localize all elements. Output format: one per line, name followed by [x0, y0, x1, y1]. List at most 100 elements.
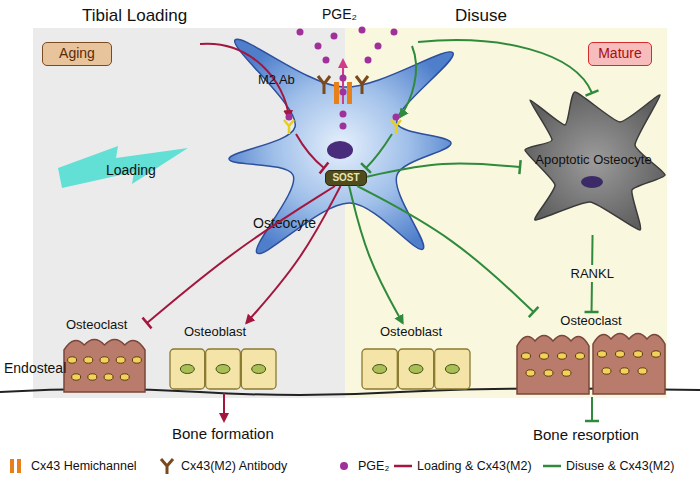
- ep-receptor: [284, 120, 294, 134]
- m2-antibody: [161, 459, 173, 474]
- osteoblast-cell: [170, 349, 205, 389]
- pge2-dot: [323, 57, 330, 64]
- pge2-dot: [340, 123, 347, 130]
- antibody-label: M2 Ab: [258, 72, 295, 87]
- legend-sample: [541, 457, 563, 475]
- osteoblast-cell: [398, 349, 433, 389]
- connector: [357, 186, 533, 312]
- connector: [246, 186, 340, 323]
- osteoblast-cell: [241, 349, 276, 389]
- pge2-dot: [315, 43, 322, 50]
- inhibit-line: [418, 40, 592, 93]
- legend-sample: [392, 457, 414, 475]
- resorption-inhibit: [591, 397, 593, 421]
- panel-title: Disuse: [455, 6, 507, 26]
- connector: [147, 186, 335, 323]
- m2-antibody: [356, 76, 368, 94]
- pge2-dot: [365, 57, 372, 64]
- osteoclast-body: [517, 336, 589, 395]
- osteocyte-outline: [229, 39, 453, 253]
- hemichannel: [347, 82, 352, 104]
- osteoclast-nucleus: [540, 353, 549, 359]
- legend-line: [394, 465, 412, 468]
- nucleus: [581, 176, 603, 188]
- osteoclast-nucleus: [620, 368, 629, 374]
- osteocyte-cell: OsteocyteSOST: [225, 35, 460, 260]
- pge2-dot: [331, 33, 338, 40]
- legend-item: Cx43 Hemichannel: [6, 457, 137, 475]
- pge2-dot: [340, 111, 347, 118]
- nucleus: [327, 141, 353, 159]
- osteoclast-nucleus: [132, 357, 141, 363]
- legend-item: Disuse & Cx43(M2): [541, 457, 674, 475]
- node-label: Osteoblast: [184, 324, 246, 339]
- hemichannel: [10, 459, 14, 473]
- osteoblast-nucleus: [180, 365, 194, 374]
- osteoclast-nucleus: [602, 368, 611, 374]
- osteoclast-nucleus: [544, 370, 553, 376]
- osteoblast-nucleus: [252, 365, 266, 374]
- m2-antibody: [318, 76, 330, 94]
- node-label: Mature: [589, 43, 651, 64]
- apoptotic-osteocyte: Apoptotic Osteocyte: [520, 90, 667, 235]
- panel-title: Tibial Loading: [82, 6, 187, 26]
- osteoblast-cells: Osteoblast: [360, 323, 472, 391]
- pge2-dot: [340, 89, 347, 96]
- molecule-label: PGE₂: [322, 6, 357, 22]
- osteoclast-nucleus: [634, 351, 643, 357]
- osteoclast-nucleus: [616, 351, 625, 357]
- osteoclast-body: [593, 334, 665, 395]
- osteoclast-nucleus: [598, 351, 607, 357]
- osteoclast-nucleus: [84, 357, 93, 363]
- legend-sample: [156, 457, 178, 475]
- osteoclast-nucleus: [88, 374, 97, 380]
- pge2-dot: [286, 114, 293, 121]
- legend-sample: [333, 457, 355, 475]
- osteoclast-nucleus: [120, 374, 129, 380]
- legend-text: Loading & Cx43(M2): [417, 459, 532, 473]
- group-tag: Mature: [588, 42, 652, 66]
- pge2-dot: [393, 114, 400, 121]
- pge2-dots: [286, 27, 400, 130]
- osteoclast-nucleus: [558, 353, 567, 359]
- node-label: Osteoclast: [515, 313, 667, 328]
- legend-text: Disuse & Cx43(M2): [566, 459, 674, 473]
- osteoblast-cell: [206, 349, 241, 389]
- surface-label: Endosteal: [4, 360, 66, 376]
- osteoblast-cell: [362, 349, 397, 389]
- inhibit-line: [296, 134, 324, 168]
- connector: [592, 235, 593, 312]
- legend-text: PGE₂: [358, 459, 389, 473]
- osteoclast-nucleus: [522, 353, 531, 359]
- loading-bolt: [58, 146, 188, 188]
- legend-line: [543, 465, 561, 468]
- legend-text: Cx43(M2) Antibody: [181, 459, 287, 473]
- osteoclast-nucleus: [562, 370, 571, 376]
- osteoclast-cells: Osteoclast: [515, 312, 667, 394]
- osteoclast-body: [64, 340, 145, 393]
- sost-box: SOST: [325, 170, 367, 186]
- outcome-label: Bone resorption: [533, 426, 639, 443]
- osteoblast-nucleus: [216, 365, 230, 374]
- osteoclast-nucleus: [652, 351, 661, 357]
- release-arrow: [342, 60, 344, 104]
- disuse-signal-line: [400, 46, 416, 117]
- osteoclast-nucleus: [526, 370, 535, 376]
- pge2-dot: [359, 27, 366, 34]
- pge2-dot: [340, 75, 347, 82]
- osteoclast-nucleus: [116, 357, 125, 363]
- ep-receptor: [391, 120, 401, 134]
- inhibit-line: [366, 134, 392, 168]
- legend-item: Loading & Cx43(M2): [392, 457, 532, 475]
- stimulus-label: Loading: [106, 162, 156, 178]
- osteoblast-cell: [435, 349, 470, 389]
- connector: [367, 163, 520, 176]
- osteoblast-cells: Osteoblast: [168, 323, 278, 391]
- osteoblast-nucleus: [373, 365, 387, 374]
- osteoclast-nucleus: [72, 374, 81, 380]
- hemichannel: [334, 82, 339, 104]
- legend-text: Cx43 Hemichannel: [31, 459, 137, 473]
